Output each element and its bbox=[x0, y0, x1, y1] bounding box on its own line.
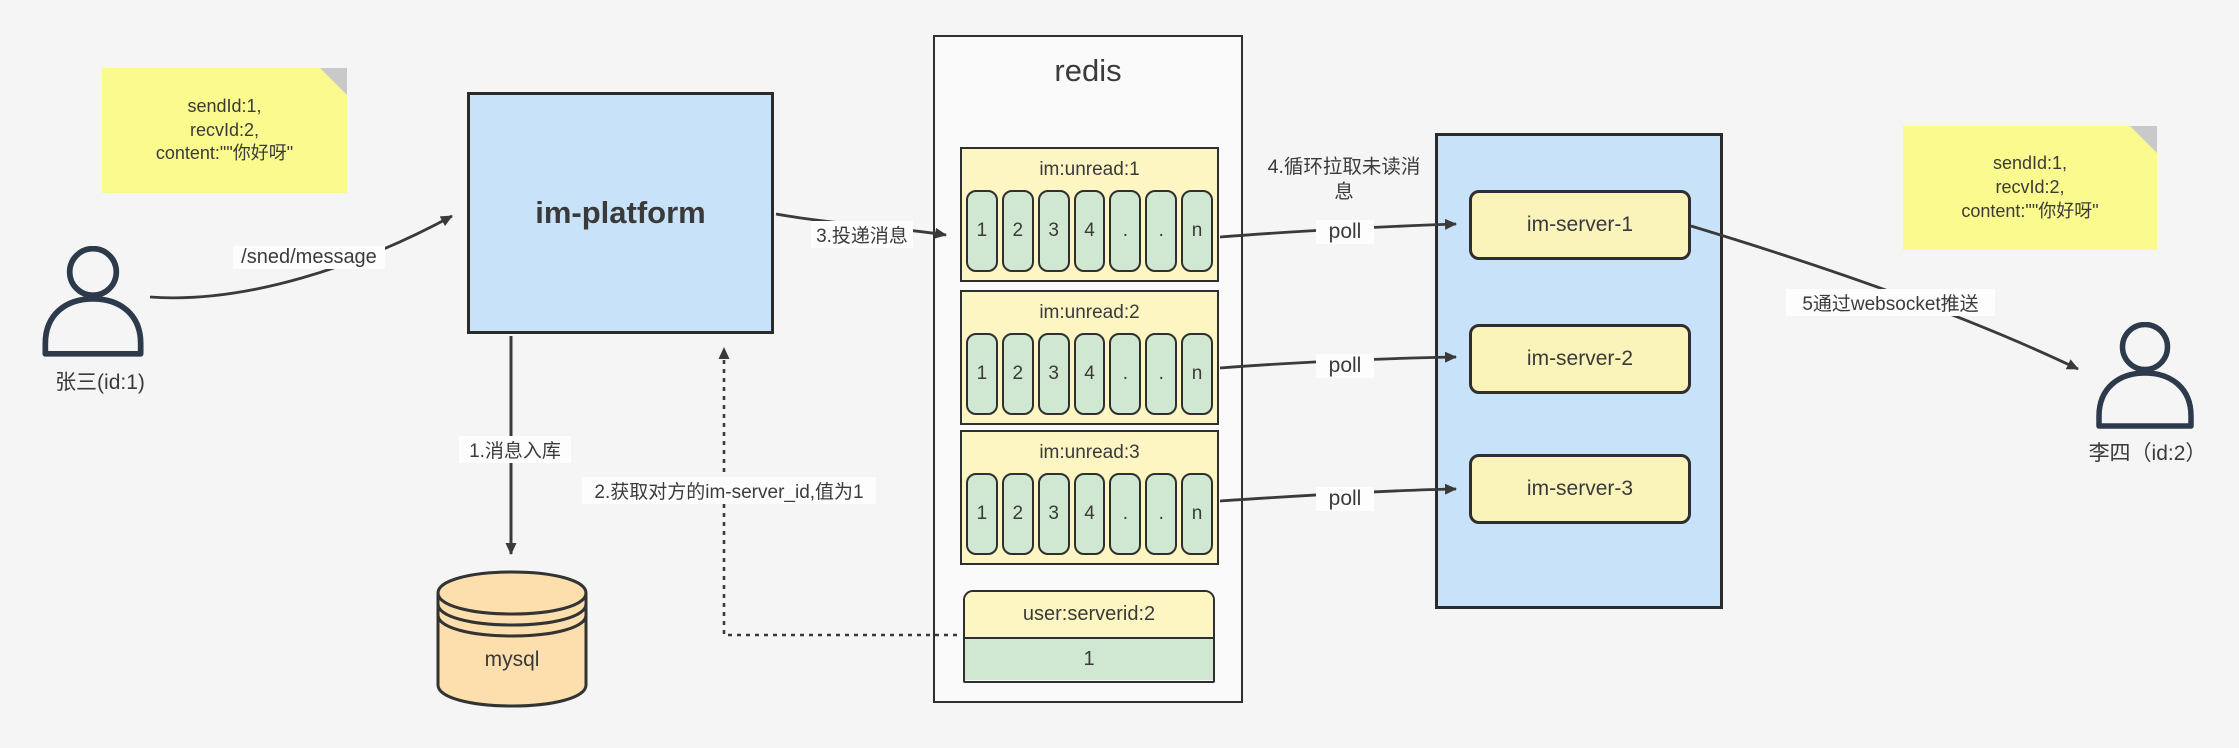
queue-cell: n bbox=[1181, 190, 1214, 272]
queue-cell: 4 bbox=[1073, 473, 1106, 555]
queue-cell: n bbox=[1181, 333, 1214, 415]
redis-queue-1: im:unread:1 1 2 3 4 . . n bbox=[960, 147, 1219, 282]
im-server-3-box: im-server-3 bbox=[1469, 454, 1691, 524]
sticky-line: sendId:1, bbox=[1992, 153, 2068, 174]
poll-label-1: poll bbox=[1316, 220, 1374, 244]
im-platform-box: im-platform bbox=[467, 92, 774, 334]
sticky-line: content:""你好呀" bbox=[1961, 200, 2099, 221]
queue-cell: . bbox=[1109, 333, 1142, 415]
queue-cells: 1 2 3 4 . . n bbox=[962, 333, 1217, 417]
push-edge-label: 5通过websocket推送 bbox=[1786, 289, 1995, 316]
im-server-cluster: im-server-1 im-server-2 im-server-3 bbox=[1435, 133, 1723, 609]
queue-header: im:unread:3 bbox=[1039, 442, 1140, 463]
queue-cell: . bbox=[1145, 473, 1178, 555]
redis-panel: redis im:unread:1 1 2 3 4 . . n im:unrea… bbox=[933, 35, 1243, 703]
im-server-2-box: im-server-2 bbox=[1469, 324, 1691, 394]
sticky-note-right: sendId:1, recvId:2, content:""你好呀" bbox=[1903, 126, 2157, 250]
queue-cell: 3 bbox=[1037, 333, 1070, 415]
queue-cells: 1 2 3 4 . . n bbox=[962, 473, 1217, 557]
queue-cell: 4 bbox=[1073, 333, 1106, 415]
sticky-note-left: sendId:1, recvId:2, content:""你好呀" bbox=[102, 68, 347, 193]
poll-label-3: poll bbox=[1316, 487, 1374, 511]
sticky-fold-icon bbox=[320, 68, 347, 95]
queue-cell: 2 bbox=[1001, 333, 1034, 415]
im-server-1-box: im-server-1 bbox=[1469, 190, 1691, 260]
queue-cell: 1 bbox=[966, 333, 998, 415]
queue-cell: 4 bbox=[1073, 190, 1106, 272]
poll-note-label: 4.循环拉取未读消息 bbox=[1267, 156, 1421, 204]
im-platform-label: im-platform bbox=[535, 195, 706, 230]
queue-cell: . bbox=[1109, 473, 1142, 555]
sender-label: 张三(id:1) bbox=[55, 371, 145, 394]
queue-cell: 2 bbox=[1001, 190, 1034, 272]
receiver-label: 李四（id:2） bbox=[2088, 442, 2207, 465]
store-edge-label: 1.消息入库 bbox=[459, 436, 571, 463]
receiver-person-icon bbox=[2096, 322, 2194, 429]
sender-person-icon bbox=[42, 246, 144, 357]
queue-cell: 1 bbox=[966, 190, 998, 272]
queue-header: im:unread:2 bbox=[1039, 302, 1140, 323]
redis-queue-2: im:unread:2 1 2 3 4 . . n bbox=[960, 290, 1219, 425]
queue-cell: . bbox=[1109, 190, 1142, 272]
queue-cell: 1 bbox=[966, 473, 998, 555]
queue-cell: 3 bbox=[1037, 473, 1070, 555]
deliver-edge-label: 3.投递消息 bbox=[811, 221, 913, 248]
kv-header: user:serverid:2 bbox=[965, 592, 1213, 637]
redis-kv-box: user:serverid:2 1 bbox=[963, 590, 1215, 683]
queue-cell: . bbox=[1145, 333, 1178, 415]
poll-label-2: poll bbox=[1316, 354, 1374, 378]
sticky-line: sendId:1, bbox=[187, 95, 262, 116]
im-server-label: im-server-1 bbox=[1526, 213, 1634, 236]
mysql-database-icon bbox=[436, 570, 588, 708]
redis-queue-3: im:unread:3 1 2 3 4 . . n bbox=[960, 430, 1219, 565]
mysql-label: mysql bbox=[484, 648, 540, 671]
redis-title: redis bbox=[1054, 53, 1122, 88]
sticky-fold-icon bbox=[2130, 126, 2157, 153]
kv-value: 1 bbox=[965, 637, 1213, 680]
sticky-line: content:""你好呀" bbox=[155, 143, 294, 164]
lookup-edge-label: 2.获取对方的im-server_id,值为1 bbox=[582, 477, 876, 504]
queue-cell: n bbox=[1181, 473, 1214, 555]
queue-header: im:unread:1 bbox=[1039, 159, 1140, 180]
queue-cells: 1 2 3 4 . . n bbox=[962, 190, 1217, 274]
queue-cell: . bbox=[1145, 190, 1178, 272]
send-edge-label: /sned/message bbox=[233, 246, 385, 269]
queue-cell: 3 bbox=[1037, 190, 1070, 272]
sticky-line: recvId:2, bbox=[1995, 177, 2065, 198]
sticky-line: recvId:2, bbox=[189, 119, 260, 140]
im-server-label: im-server-3 bbox=[1526, 477, 1634, 500]
im-server-label: im-server-2 bbox=[1526, 347, 1634, 370]
queue-cell: 2 bbox=[1001, 473, 1034, 555]
